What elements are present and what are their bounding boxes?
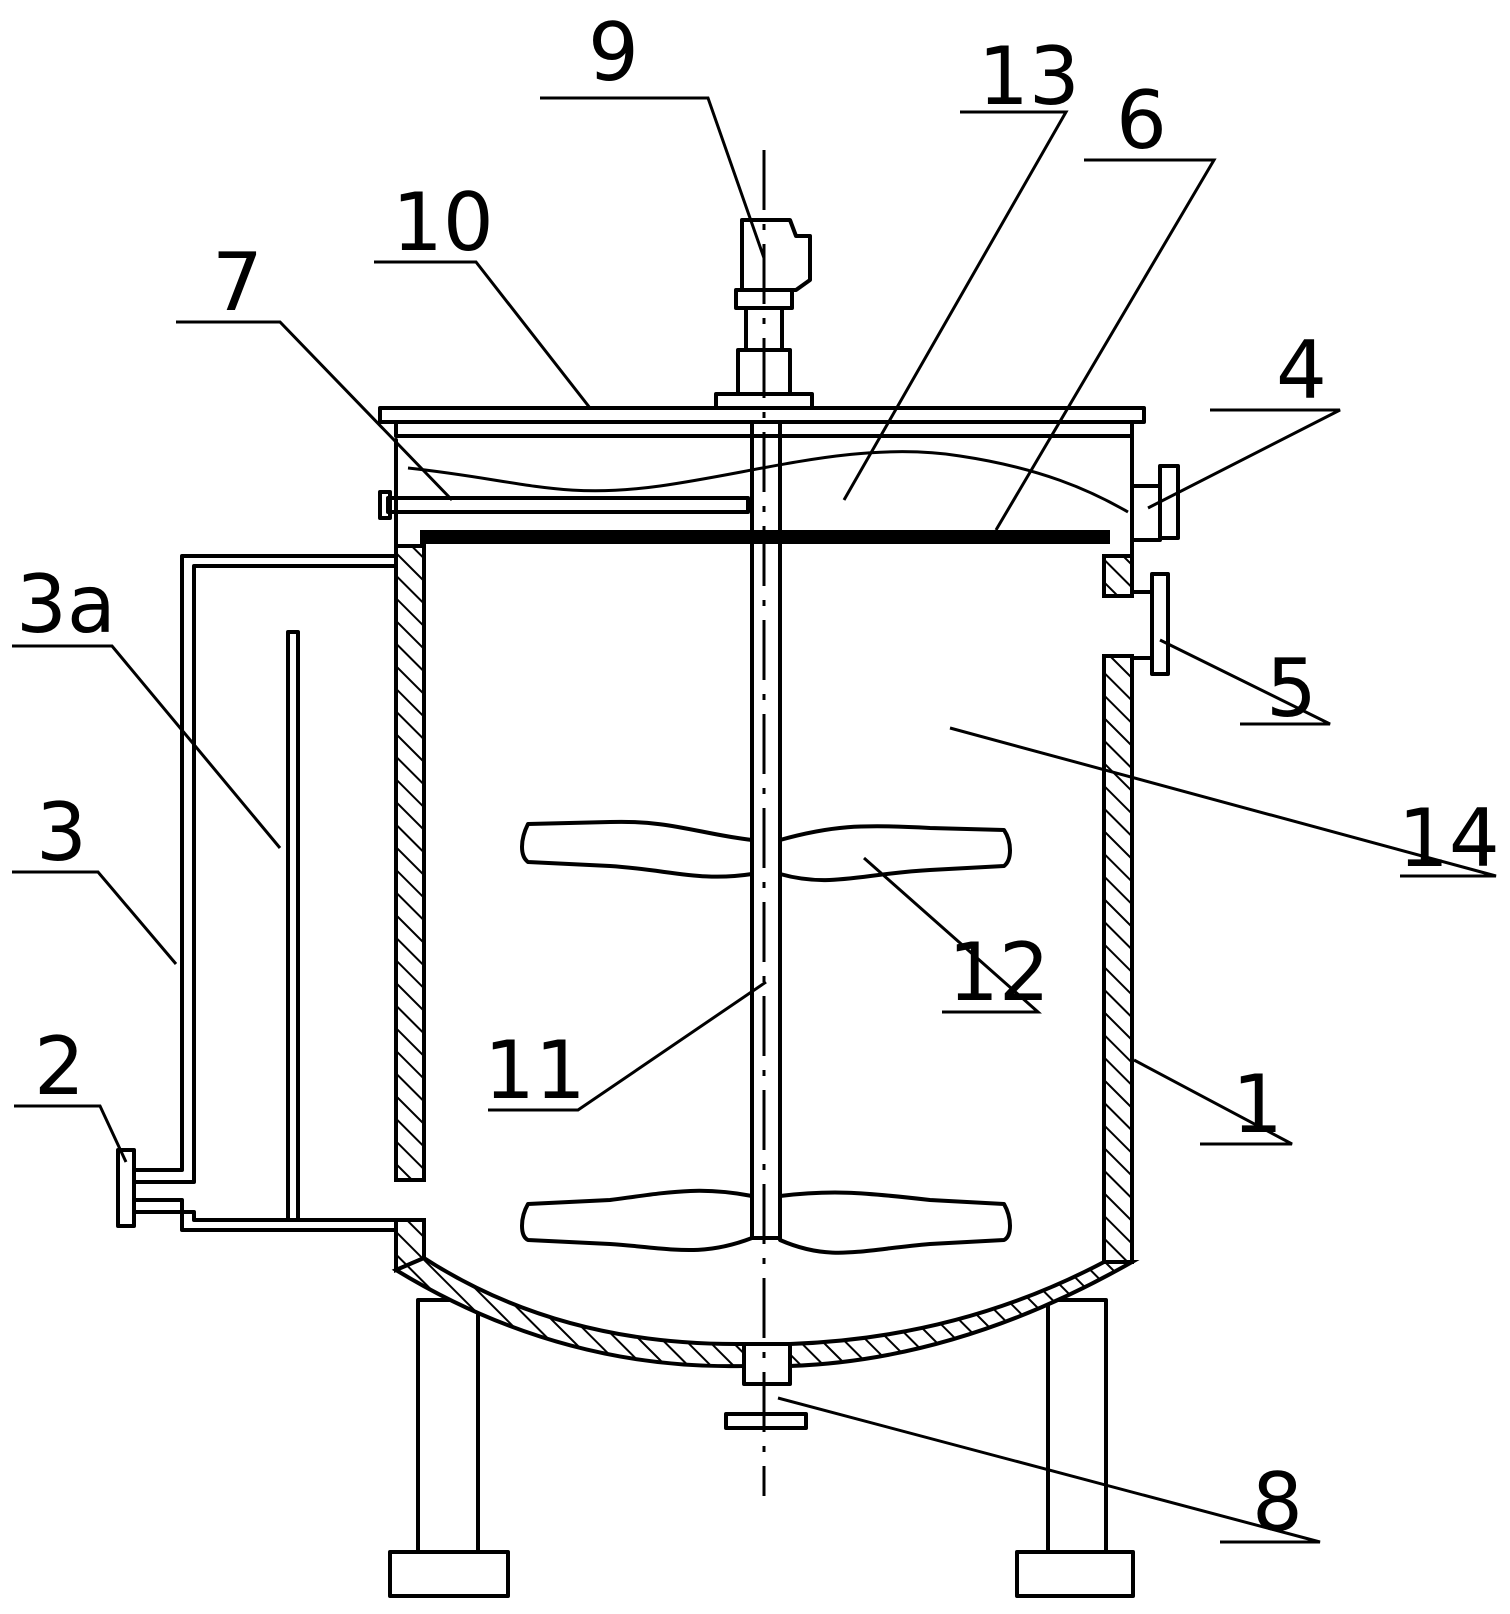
outlet-port-5	[1130, 572, 1170, 676]
label-7: 7	[212, 236, 263, 329]
label-13: 13	[978, 30, 1080, 123]
label-3: 3	[36, 786, 87, 879]
liquid-surface	[407, 450, 1129, 514]
label-6: 6	[1116, 74, 1167, 167]
label-4: 4	[1276, 324, 1327, 417]
label-2: 2	[34, 1020, 85, 1113]
filter-plate	[420, 530, 1110, 544]
label-10: 10	[392, 176, 494, 269]
label-12: 12	[948, 926, 1050, 1019]
label-9: 9	[588, 6, 639, 99]
circulation-pipe	[116, 554, 398, 1232]
label-8: 8	[1252, 1456, 1303, 1549]
callout-labels: 9 13 6 10 7 4 3a 5 3 14 12 2 11 1 8	[16, 6, 1500, 1549]
stirring-shaft	[750, 150, 782, 1496]
inlet-pipe	[378, 490, 750, 520]
label-14: 14	[1398, 792, 1500, 885]
leader-lines	[12, 96, 1497, 1544]
impeller-blades	[520, 819, 1012, 1255]
label-5: 5	[1266, 642, 1317, 735]
label-3a: 3a	[16, 558, 116, 651]
tank-shell	[391, 434, 1140, 1430]
label-1: 1	[1232, 1058, 1283, 1151]
label-11: 11	[484, 1024, 586, 1117]
